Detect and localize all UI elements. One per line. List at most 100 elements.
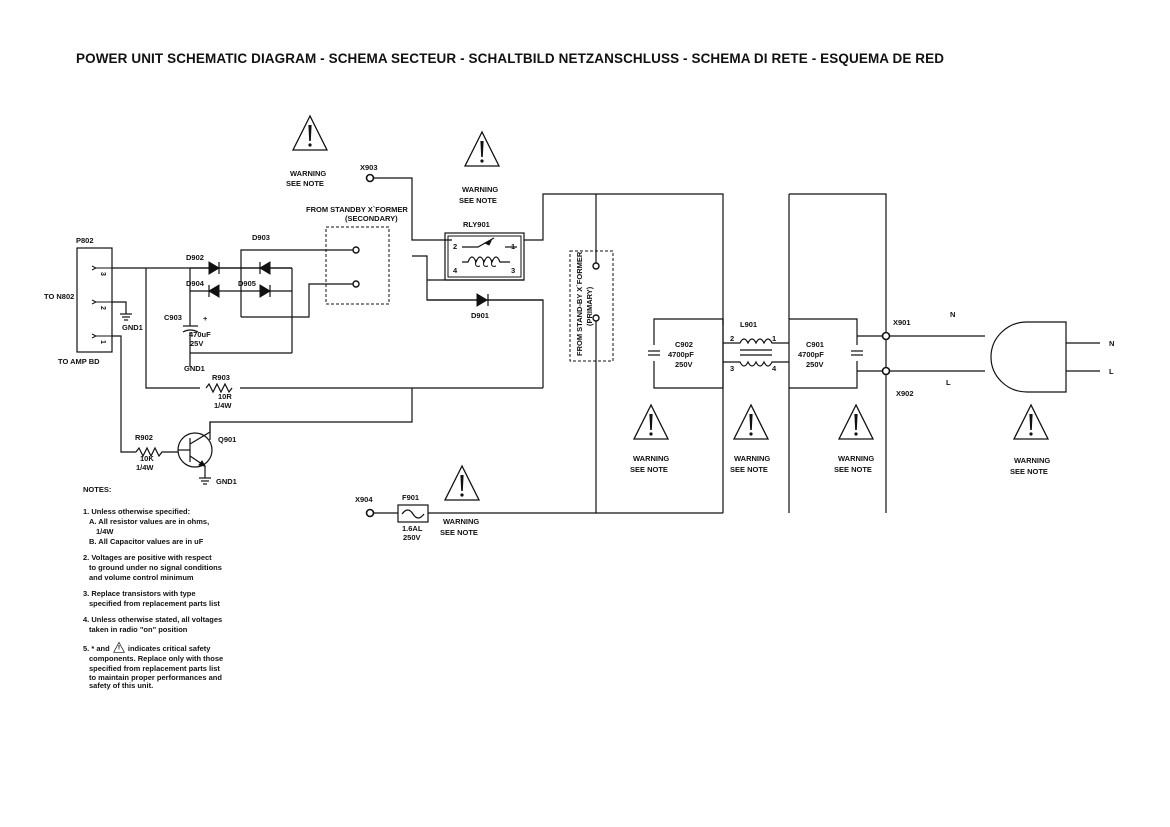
svg-text:GND1: GND1 (122, 323, 143, 332)
svg-text:250V: 250V (675, 360, 693, 369)
svg-text:FROM STANDBY X`FORMER: FROM STANDBY X`FORMER (306, 205, 408, 214)
svg-text:RLY901: RLY901 (463, 220, 490, 229)
note-4b: taken in radio "on" position (89, 625, 188, 634)
standby-primary-transformer: FROM STAND-BY X`FORMER (PRIMARY) (569, 250, 614, 362)
terminal-x904: X904 (355, 495, 375, 518)
svg-text:R903: R903 (212, 373, 230, 382)
svg-text:WARNING: WARNING (1014, 456, 1050, 465)
warning-icon-3: WARNING SEE NOTE (440, 465, 480, 537)
svg-text:WARNING: WARNING (462, 185, 498, 194)
diode-d904 (208, 284, 220, 298)
svg-text:D905: D905 (238, 279, 256, 288)
note-5c: specified from replacement parts list (89, 664, 220, 673)
svg-text:3: 3 (511, 266, 515, 275)
svg-text:C902: C902 (675, 340, 693, 349)
diode-d903 (259, 261, 271, 275)
svg-text:4700pF: 4700pF (668, 350, 694, 359)
svg-text:D901: D901 (471, 311, 489, 320)
warning-icon-inline (112, 641, 125, 653)
svg-text:+: + (203, 314, 208, 323)
svg-text:3: 3 (730, 364, 734, 373)
note-5e: safety of this unit. (89, 681, 154, 690)
svg-text:N: N (1109, 339, 1114, 348)
svg-text:D904: D904 (186, 279, 205, 288)
to-n802-label: TO N802 (44, 292, 74, 301)
warning-icon-2: WARNING SEE NOTE (459, 131, 500, 205)
svg-text:R902: R902 (135, 433, 153, 442)
svg-text:WARNING: WARNING (734, 454, 770, 463)
svg-text:WARNING: WARNING (443, 517, 479, 526)
svg-text:WARNING: WARNING (838, 454, 874, 463)
choke-l901: L901 2 1 3 4 (723, 320, 789, 373)
svg-text:(SECONDARY): (SECONDARY) (345, 214, 398, 223)
svg-text:D903: D903 (252, 233, 270, 242)
capacitor-c903: C903 + 470uF 25V GND1 (164, 313, 292, 373)
svg-text:L901: L901 (740, 320, 757, 329)
svg-text:WARNING: WARNING (633, 454, 669, 463)
svg-text:2: 2 (730, 334, 734, 343)
svg-text:X902: X902 (896, 389, 914, 398)
note-1b: B. All Capacitor values are in uF (89, 537, 204, 546)
svg-text:SEE NOTE: SEE NOTE (834, 465, 872, 474)
note-5b: components. Replace only with those (89, 654, 224, 663)
to-amp-bd-label: TO AMP BD (58, 357, 100, 366)
svg-text:250V: 250V (806, 360, 824, 369)
note-2b: to ground under no signal conditions (89, 563, 222, 572)
svg-text:F901: F901 (402, 493, 419, 502)
resistor-r903: R903 10R 1/4W (200, 373, 240, 410)
diode-d905 (259, 284, 271, 298)
standby-secondary-transformer: FROM STANDBY X`FORMER (SECONDARY) (306, 205, 408, 305)
svg-text:X903: X903 (360, 163, 378, 172)
svg-text:SEE NOTE: SEE NOTE (286, 179, 324, 188)
pin-2: 2 (91, 299, 112, 310)
diode-d901: D901 (471, 293, 489, 320)
mains-plug: N L N L (890, 310, 1114, 393)
resistor-r902: R902 10K 1/4W (135, 433, 178, 472)
terminal-x901: X901 (881, 318, 911, 341)
terminal-x903: X903 (360, 163, 452, 241)
svg-text:L: L (1109, 367, 1114, 376)
svg-text:SEE NOTE: SEE NOTE (459, 196, 497, 205)
relay-rly901: RLY901 2 1 4 3 (444, 193, 724, 325)
note-3b: specified from replacement parts list (89, 599, 220, 608)
p802-connector: P802 TO N802 TO AMP BD 3 2 1 (44, 236, 113, 366)
bridge-rectifier: D902 D903 D904 D905 (186, 233, 356, 353)
svg-text:3: 3 (99, 272, 106, 276)
svg-text:C903: C903 (164, 313, 182, 322)
svg-text:10K: 10K (140, 454, 154, 463)
warning-icon-6: WARNING SEE NOTE (834, 404, 874, 474)
svg-text:4: 4 (453, 266, 458, 275)
note-5a: 5. * and indicates critical safety (83, 641, 223, 654)
svg-text:4700pF: 4700pF (798, 350, 824, 359)
note-1: 1. Unless otherwise specified: (83, 507, 191, 516)
note-5d: to maintain proper performances and (89, 673, 222, 682)
note-3a: 3. Replace transistors with type (83, 589, 196, 598)
svg-text:SEE NOTE: SEE NOTE (630, 465, 668, 474)
svg-text:N: N (950, 310, 955, 319)
svg-text:25V: 25V (190, 339, 203, 348)
notes-block: NOTES: 1. Unless otherwise specified: A.… (83, 485, 223, 690)
svg-text:1: 1 (99, 340, 106, 344)
svg-text:Q901: Q901 (218, 435, 236, 444)
pin-3: 3 (91, 265, 112, 276)
ground-symbol-p802: GND1 (112, 301, 143, 332)
svg-text:WARNING: WARNING (290, 169, 326, 178)
warning-icon-7: WARNING SEE NOTE (1010, 404, 1050, 476)
fuse-f901: F901 1.6AL 250V (397, 493, 429, 542)
notes-heading: NOTES: (83, 485, 112, 494)
diode-d902 (208, 261, 220, 275)
warning-icon-4: WARNING SEE NOTE (630, 404, 669, 474)
svg-text:1: 1 (772, 334, 776, 343)
capacitor-c901: C901 4700pF 250V (798, 340, 863, 369)
svg-text:SEE NOTE: SEE NOTE (1010, 467, 1048, 476)
transistor-q901: Q901 GND1 (177, 422, 237, 486)
note-2a: 2. Voltages are positive with respect (83, 553, 212, 562)
note-4a: 4. Unless otherwise stated, all voltages (83, 615, 223, 624)
svg-text:GND1: GND1 (216, 477, 237, 486)
svg-text:SEE NOTE: SEE NOTE (440, 528, 478, 537)
page-title: POWER UNIT SCHEMATIC DIAGRAM - SCHEMA SE… (76, 51, 945, 66)
svg-text:(PRIMARY): (PRIMARY) (585, 286, 594, 326)
svg-text:L: L (946, 378, 951, 387)
svg-text:D902: D902 (186, 253, 204, 262)
